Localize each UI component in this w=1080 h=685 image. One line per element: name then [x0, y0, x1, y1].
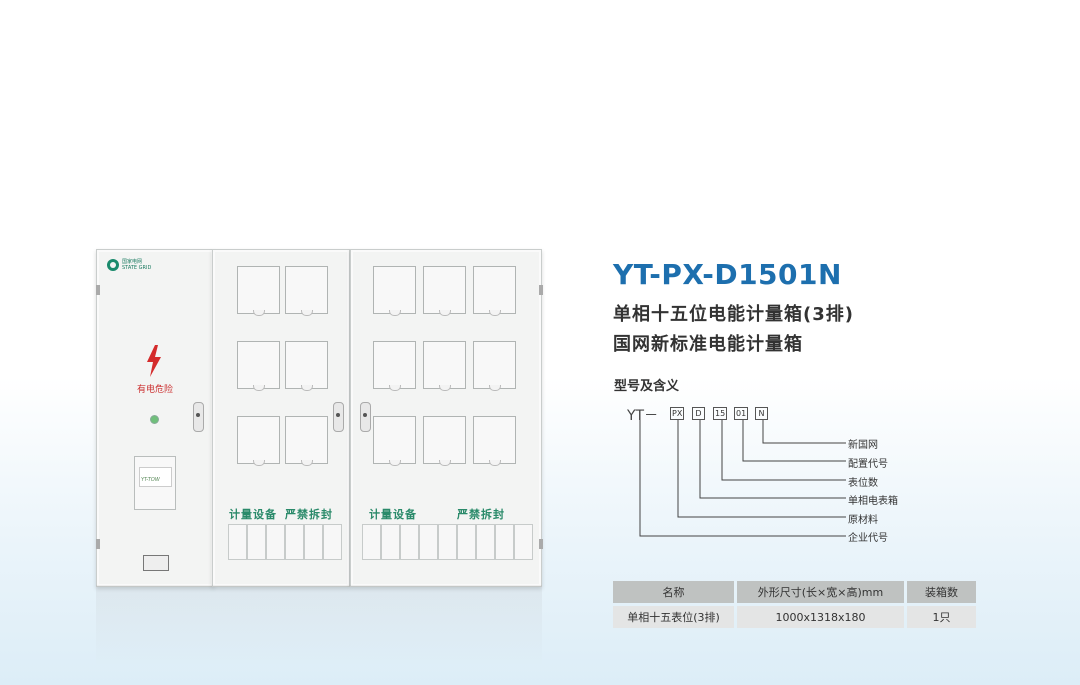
spec-cell: 1只 [907, 606, 976, 628]
state-grid-logo-icon [107, 259, 119, 271]
label-no-tamper: 严禁拆封 [285, 508, 333, 521]
model-heading: 型号及含义 [614, 379, 680, 394]
table-row: 单相十五表位(3排) 1000x1318x180 1只 [613, 606, 976, 628]
spec-table-header: 名称 外形尺寸(长×宽×高)mm 装箱数 [613, 581, 976, 603]
product-subtitle-2: 国网新标准电能计量箱 [613, 334, 803, 355]
legend-item: 表位数 [848, 478, 878, 489]
code-box: PX [670, 407, 685, 420]
lightning-bolt-icon [147, 345, 161, 377]
meter-window [237, 341, 280, 391]
terminal-slots [228, 524, 342, 560]
product-title: YT-PX-D1501N [613, 258, 842, 291]
code-box: D [692, 407, 705, 420]
legend-item: 新国网 [848, 440, 878, 451]
logo-text-cn: 国家电网 [122, 259, 143, 265]
meter-window [373, 416, 416, 466]
meter-window [473, 266, 516, 316]
hinge [539, 539, 543, 549]
indicator-light [150, 415, 159, 424]
danger-label: 有电危险 [136, 385, 173, 395]
door-handle [333, 402, 344, 432]
model-code-diagram [639, 420, 846, 537]
door-handle [360, 402, 371, 432]
spec-cell: 单相十五表位(3排) [613, 606, 734, 628]
legend-item: 企业代号 [848, 533, 888, 544]
label-meter-equipment: 计量设备 [369, 508, 417, 521]
cabinet-middle-door: 计量设备 严禁拆封 [193, 249, 350, 587]
hinge [96, 285, 100, 295]
door-handle [193, 402, 204, 432]
code-box: 15 [713, 407, 728, 420]
meter-window [237, 416, 280, 466]
meter-window: YT-TOW [134, 456, 176, 510]
meter-window [285, 341, 328, 391]
product-image: 国家电网 STATE GRID 有电危险 YT-TOW 计量设备 严禁拆封 [96, 249, 543, 587]
spec-table: 名称 外形尺寸(长×宽×高)mm 装箱数 单相十五表位(3排) 1000x131… [610, 578, 979, 631]
legend-item: 原材料 [848, 515, 878, 526]
cabinet-right-door: 计量设备 严禁拆封 [333, 249, 542, 587]
meter-window [373, 341, 416, 391]
terminal-slots [362, 524, 533, 560]
spec-header-cell: 装箱数 [907, 581, 976, 603]
label-no-tamper: 严禁拆封 [457, 508, 505, 521]
label-meter-equipment: 计量设备 [229, 508, 277, 521]
meter-window [285, 416, 328, 466]
logo-text-en: STATE GRID [122, 265, 152, 271]
meter-window [285, 266, 328, 316]
terminal-block [143, 555, 169, 571]
meter-window [237, 266, 280, 316]
state-grid-logo: 国家电网 STATE GRID [107, 259, 151, 271]
meter-window [473, 416, 516, 466]
meter-window [373, 266, 416, 316]
meter-window [423, 416, 466, 466]
product-subtitle: 单相十五位电能计量箱(3排) [613, 304, 854, 325]
meter-brand: YT-TOW [141, 477, 160, 483]
code-box: N [755, 407, 768, 420]
meter-window [473, 341, 516, 391]
hinge [539, 285, 543, 295]
legend-item: 配置代号 [848, 459, 888, 470]
code-box: 01 [734, 407, 749, 420]
spec-header-cell: 外形尺寸(长×宽×高)mm [737, 581, 904, 603]
model-code-prefix: YT－ [627, 408, 659, 424]
product-reflection [96, 585, 542, 665]
spec-cell: 1000x1318x180 [737, 606, 904, 628]
meter-window [423, 266, 466, 316]
legend-item: 单相电表箱 [848, 496, 898, 507]
meter-window [423, 341, 466, 391]
hinge [96, 539, 100, 549]
spec-header-cell: 名称 [613, 581, 734, 603]
